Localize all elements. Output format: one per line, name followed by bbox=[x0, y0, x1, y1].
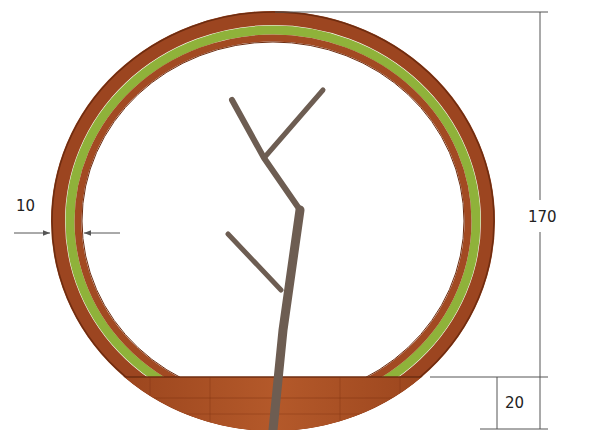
dimension-lines bbox=[14, 12, 548, 429]
ring-inner bbox=[78, 38, 468, 404]
ring-edge bbox=[52, 12, 494, 430]
ring-edge bbox=[82, 42, 464, 400]
dimension-height: 170 bbox=[528, 208, 557, 227]
dimension-thickness: 10 bbox=[16, 199, 35, 214]
tree-branch bbox=[228, 90, 323, 430]
green-band bbox=[70, 30, 476, 412]
ring-outer bbox=[58, 18, 488, 424]
dimension-base: 20 bbox=[505, 396, 524, 411]
